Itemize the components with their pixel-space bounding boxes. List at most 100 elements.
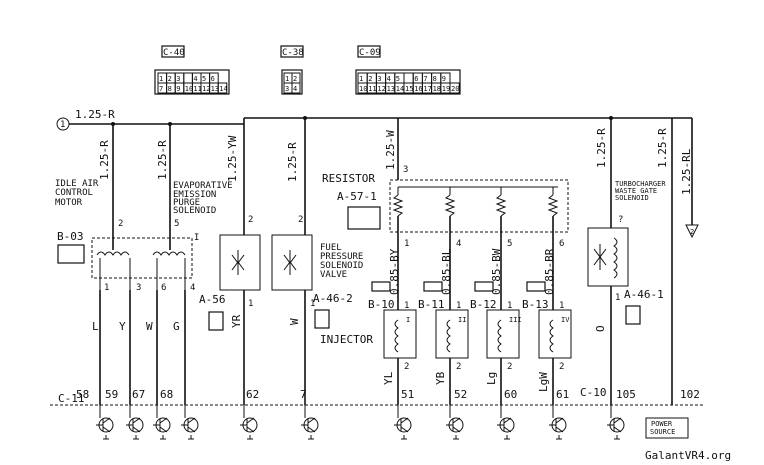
wire-color-inj-4: LgW — [537, 372, 550, 392]
wire-color-idle-2: Y — [119, 320, 126, 333]
transistor-icon — [153, 405, 171, 440]
wire-label-resistor: 1.25-W — [384, 130, 397, 170]
injector-group: B-10 B-11 B-12 B-13 1 1 1 1 I II III IV … — [320, 281, 572, 405]
bus-arrow-pin: 2 — [690, 228, 694, 236]
connector-pin-number: 1 — [359, 75, 363, 83]
turbo-label-3: SOLENOID — [615, 194, 649, 202]
connector-pin-number: 9 — [442, 75, 446, 83]
connector-pin-number: 16 — [414, 85, 422, 93]
transistor-icon — [181, 405, 199, 440]
connector-pin-number: 17 — [423, 85, 431, 93]
connector-pin-number: 12 — [377, 85, 385, 93]
pin-inj-t4: 1 — [559, 301, 564, 311]
injector-roman-4: IV — [561, 316, 570, 324]
ecu-pin-59: 59 — [105, 388, 118, 401]
pin-inj-b1: 2 — [404, 362, 409, 372]
pin-a56-top: 2 — [248, 215, 253, 225]
turbo-label-2: WASTE GATE — [615, 187, 657, 195]
connector-pin-number: 3 — [285, 85, 289, 93]
connector-pin-number: 8 — [168, 85, 172, 93]
pin-idle-b2: 3 — [136, 283, 141, 293]
connector-pin-number: 2 — [293, 75, 297, 83]
wire-label-right: 1.25-R — [656, 128, 669, 168]
wire-label-turbo: 1.25-R — [595, 128, 608, 168]
ecu-pin-68: 68 — [160, 388, 173, 401]
wire-label-evap: 1.25-R — [156, 140, 169, 180]
ecu-pin-62: 62 — [246, 388, 259, 401]
pin-turbo-bottom: 1 — [615, 293, 620, 303]
ref-b10: B-10 — [368, 298, 395, 311]
ref-a462: A-46-2 — [313, 292, 353, 305]
resistor-block: 3 RESISTOR A-57-1 1 4 5 6 — [322, 118, 569, 315]
power-source-label-2: SOURCE — [650, 428, 675, 436]
wire-color-inj-2: YB — [434, 371, 447, 385]
pin-inj-b3: 2 — [507, 362, 512, 372]
ref-b03: B-03 — [57, 230, 84, 243]
transistor-row — [96, 405, 625, 440]
connector-pin-number: 18 — [433, 85, 441, 93]
watermark: GalantVR4.org — [645, 449, 731, 462]
wire-label-yw: 1.25-YW — [226, 135, 239, 182]
connector-pin-number: 11 — [193, 85, 201, 93]
connector-pin-cell — [449, 82, 460, 94]
pin-fuel-bottom: 1 — [310, 299, 315, 309]
pin-turbo-top: ? — [618, 215, 623, 225]
connector-c09: C-09 — [355, 45, 461, 95]
fuel-label-3: SOLENOID — [320, 261, 363, 271]
ref-a56: A-56 — [199, 293, 226, 306]
right-wires: 2 — [671, 118, 699, 405]
transistor-icon — [394, 405, 412, 440]
pin-res-b3: 5 — [507, 239, 512, 249]
wire-label-rl: 1.25-RL — [680, 148, 693, 195]
wire-color-turbo: O — [594, 325, 607, 332]
wire-color-inj-3: Lg — [485, 372, 498, 385]
pin-evap-top: 5 — [174, 219, 179, 229]
fuel-label-1: FUEL — [320, 243, 342, 253]
transistor-icon — [126, 405, 144, 440]
connector-pin-number: 2 — [168, 75, 172, 83]
pin-idle-b4: 4 — [190, 283, 195, 293]
pin-idle-b1: 1 — [104, 283, 109, 293]
transistor-icon — [497, 405, 515, 440]
transistor-icon — [607, 405, 625, 440]
connector-pin-number: 15 — [405, 85, 413, 93]
evap-label-1: EVAPORATIVE — [173, 181, 233, 191]
transistor-icon — [446, 405, 464, 440]
connector-pin-number: 1 — [159, 75, 163, 83]
wire-color-idle-3: W — [146, 320, 153, 333]
wire-color-a56: YR — [230, 314, 243, 328]
ecu-row: C-11 C-10 58 59 67 68 62 7 51 52 60 61 1… — [50, 386, 705, 406]
injector-roman-1: I — [406, 316, 410, 324]
ref-b11: B-11 — [418, 298, 445, 311]
pin-idle-top: 2 — [118, 219, 123, 229]
connector-pin-cell — [217, 82, 228, 94]
wire-label-idle: 1.25-R — [98, 140, 111, 180]
turbo-label-1: TURBOCHARGER — [615, 180, 666, 188]
ref-a571: A-57-1 — [337, 190, 377, 203]
connector-pin-number: 2 — [368, 75, 372, 83]
ecu-pin-7: 7 — [300, 388, 307, 401]
ref-b12: B-12 — [470, 298, 497, 311]
pin-inj-t2: 1 — [456, 301, 461, 311]
wire-color-idle-1: L — [92, 320, 99, 333]
connector-pin-number: 4 — [387, 75, 391, 83]
resistor-label: RESISTOR — [322, 172, 375, 185]
wire-label-fuel: 1.25-R — [286, 142, 299, 182]
connector-pin-number: 4 — [193, 75, 197, 83]
ref-c11: C-11 — [58, 392, 85, 405]
connector-pin-number: 13 — [211, 85, 219, 93]
injector-roman-3: III — [509, 316, 522, 324]
pin-res-b2: 4 — [456, 239, 461, 249]
connector-pin-number: 5 — [202, 75, 206, 83]
connector-c40-label: C-40 — [163, 48, 185, 58]
ecu-pin-52: 52 — [454, 388, 467, 401]
connector-pin-number: 7 — [159, 85, 163, 93]
connector-pin-number: 20 — [451, 85, 459, 93]
ref-a461: A-46-1 — [624, 288, 664, 301]
ecu-pin-67: 67 — [132, 388, 145, 401]
vertical-wire-labels: 1.25-R 1.25-R 1.25-YW 1.25-R 1.25-W 1.25… — [98, 128, 693, 295]
connector-pin-number: 4 — [293, 85, 297, 93]
connector-pin-number: 13 — [387, 85, 395, 93]
transistor-icon — [549, 405, 567, 440]
pin-inj-b2: 2 — [456, 362, 461, 372]
